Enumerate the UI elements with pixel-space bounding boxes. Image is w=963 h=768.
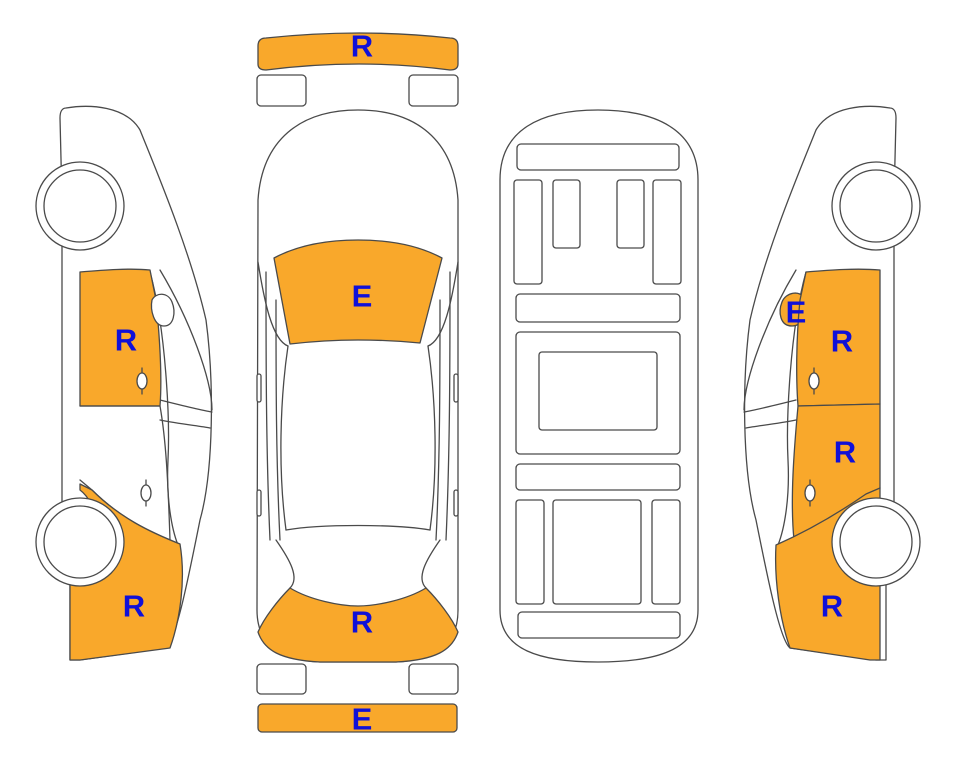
right-side-view bbox=[743, 105, 921, 661]
top-right-headlight bbox=[408, 74, 459, 107]
top-left-headlight bbox=[256, 74, 307, 107]
left-rear-quarter-label: R bbox=[123, 589, 145, 624]
bottom-left-taillight bbox=[256, 663, 307, 695]
top-view-body bbox=[256, 109, 459, 663]
front-bumper-label: R bbox=[351, 29, 373, 64]
left-side-view bbox=[35, 105, 213, 661]
right-front-door-label: R bbox=[831, 324, 853, 359]
front-bumper-panel[interactable] bbox=[257, 32, 459, 71]
hood-panel[interactable] bbox=[273, 239, 443, 345]
underbody-view bbox=[499, 109, 699, 663]
hood-label: E bbox=[352, 279, 373, 314]
damage-labels: R E R E R R E R R R bbox=[115, 29, 856, 737]
left-front-door-label: R bbox=[115, 323, 137, 358]
right-rear-quarter-label: R bbox=[821, 589, 843, 624]
right-mirror-label: E bbox=[786, 295, 807, 330]
right-front-wheel bbox=[831, 161, 921, 251]
rear-bumper-panel[interactable] bbox=[257, 703, 458, 733]
bottom-right-taillight bbox=[408, 663, 459, 695]
left-front-wheel bbox=[35, 161, 125, 251]
left-rear-wheel bbox=[35, 497, 125, 587]
rear-bumper-label: E bbox=[352, 702, 373, 737]
right-rear-door-label: R bbox=[834, 435, 856, 470]
trunk-label: R bbox=[351, 605, 373, 640]
right-rear-wheel bbox=[831, 497, 921, 587]
trunk-panel[interactable] bbox=[257, 587, 459, 663]
top-view-car bbox=[256, 32, 459, 733]
